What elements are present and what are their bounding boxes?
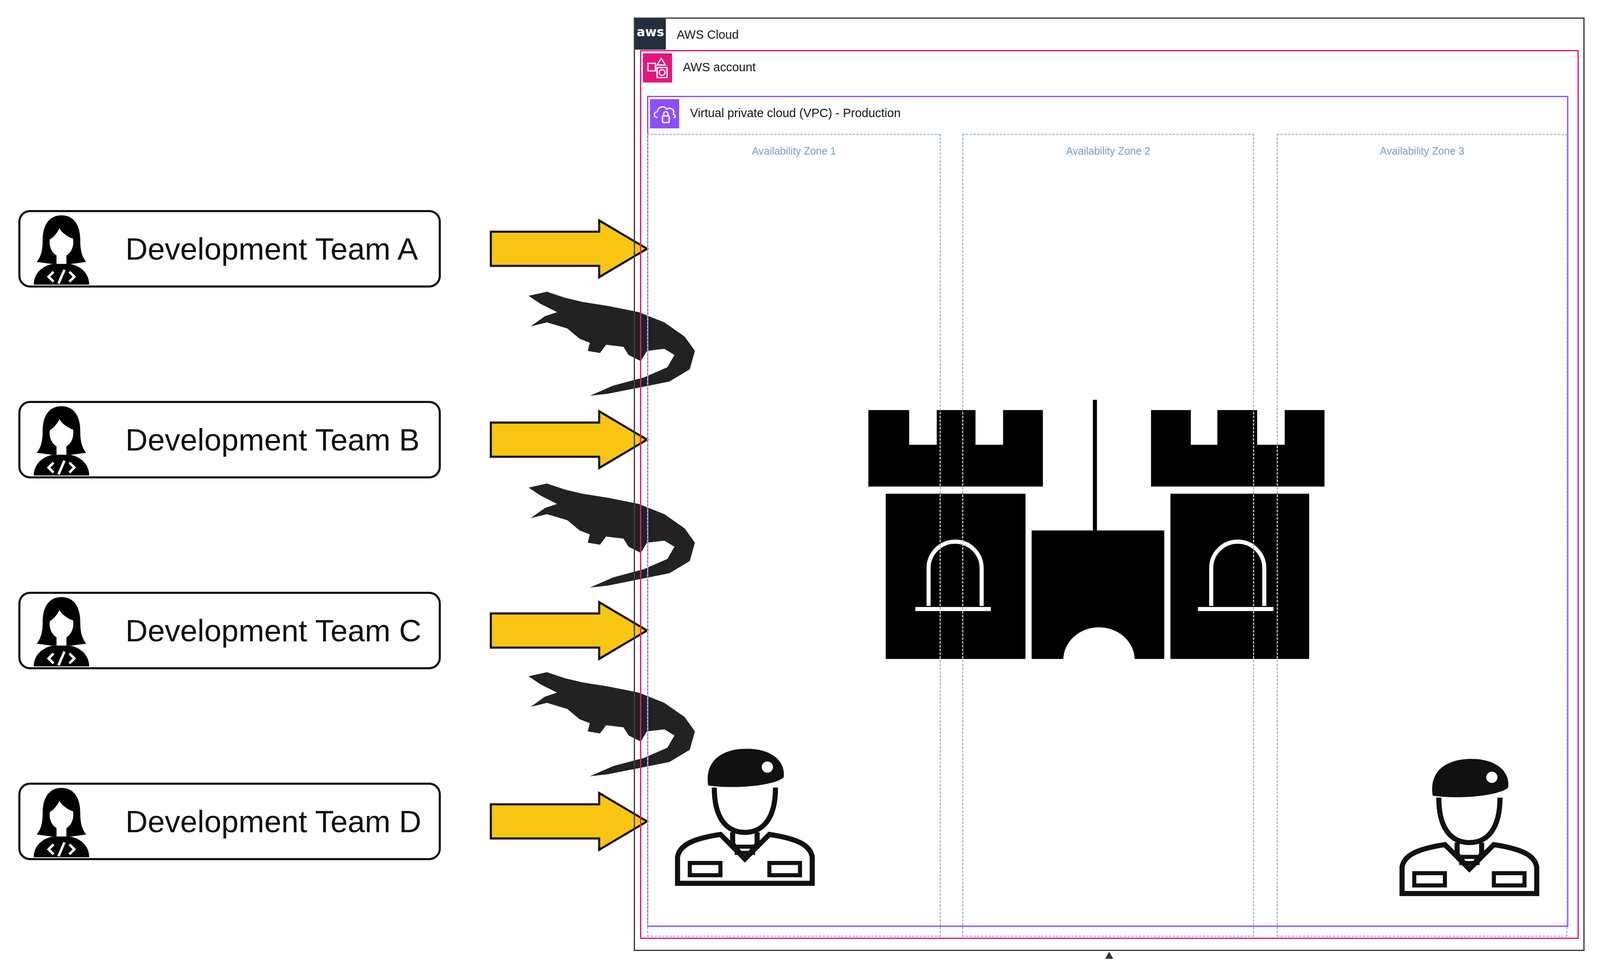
cloud-group: aws AWS CloudAWS accountVirtual private c… [633,17,1585,951]
vpc-group: Virtual private cloud (VPC) - Production… [647,95,1569,927]
zone-label: Availability Zone 3 [1277,145,1567,158]
developer-icon [30,785,93,859]
group-label: Virtual private cloud (VPC) - Production [690,106,901,120]
vpc-icon [650,99,680,129]
team-label: Development Team D [125,803,422,840]
group-label: AWS Cloud [676,27,739,42]
developer-icon [30,595,93,667]
availability-zone: Availability Zone 3 [1276,133,1568,937]
developer-icon [30,785,93,858]
account-icon [642,53,673,83]
developer-icon [30,595,93,668]
castle [868,400,1325,660]
team-box: Development Team C [18,591,441,670]
team-label: Development Team C [125,612,422,649]
availability-zone: Availability Zone 1 [647,133,941,937]
team-box: Development Team D [18,782,441,860]
vpc-glyph [650,99,680,129]
team-box: Development Team B [18,400,441,479]
block-arrow [490,411,648,468]
block-arrow [490,602,648,659]
block-arrow [490,220,648,278]
developer-icon [30,404,93,478]
account-glyph [642,53,673,83]
zone-label: Availability Zone 1 [648,145,940,158]
team-box: Development Team A [18,210,441,288]
zone-label: Availability Zone 2 [963,145,1253,158]
team-label: Development Team B [125,422,420,458]
developer-icon [30,213,93,285]
small-caret [1105,951,1114,959]
team-label: Development Team A [125,231,418,267]
availability-zone: Availability Zone 2 [962,133,1255,937]
group-label: AWS account [682,60,756,75]
crocodile [528,291,695,777]
cloud-icon: aws [635,18,666,50]
developer-icon [30,213,93,287]
block-arrow [490,792,648,850]
soldier-icon [677,748,1537,894]
developer-icon [30,404,93,476]
aws-logo-text: aws [635,24,666,40]
account-group: AWS accountVirtual private cloud (VPC) -… [640,50,1579,939]
